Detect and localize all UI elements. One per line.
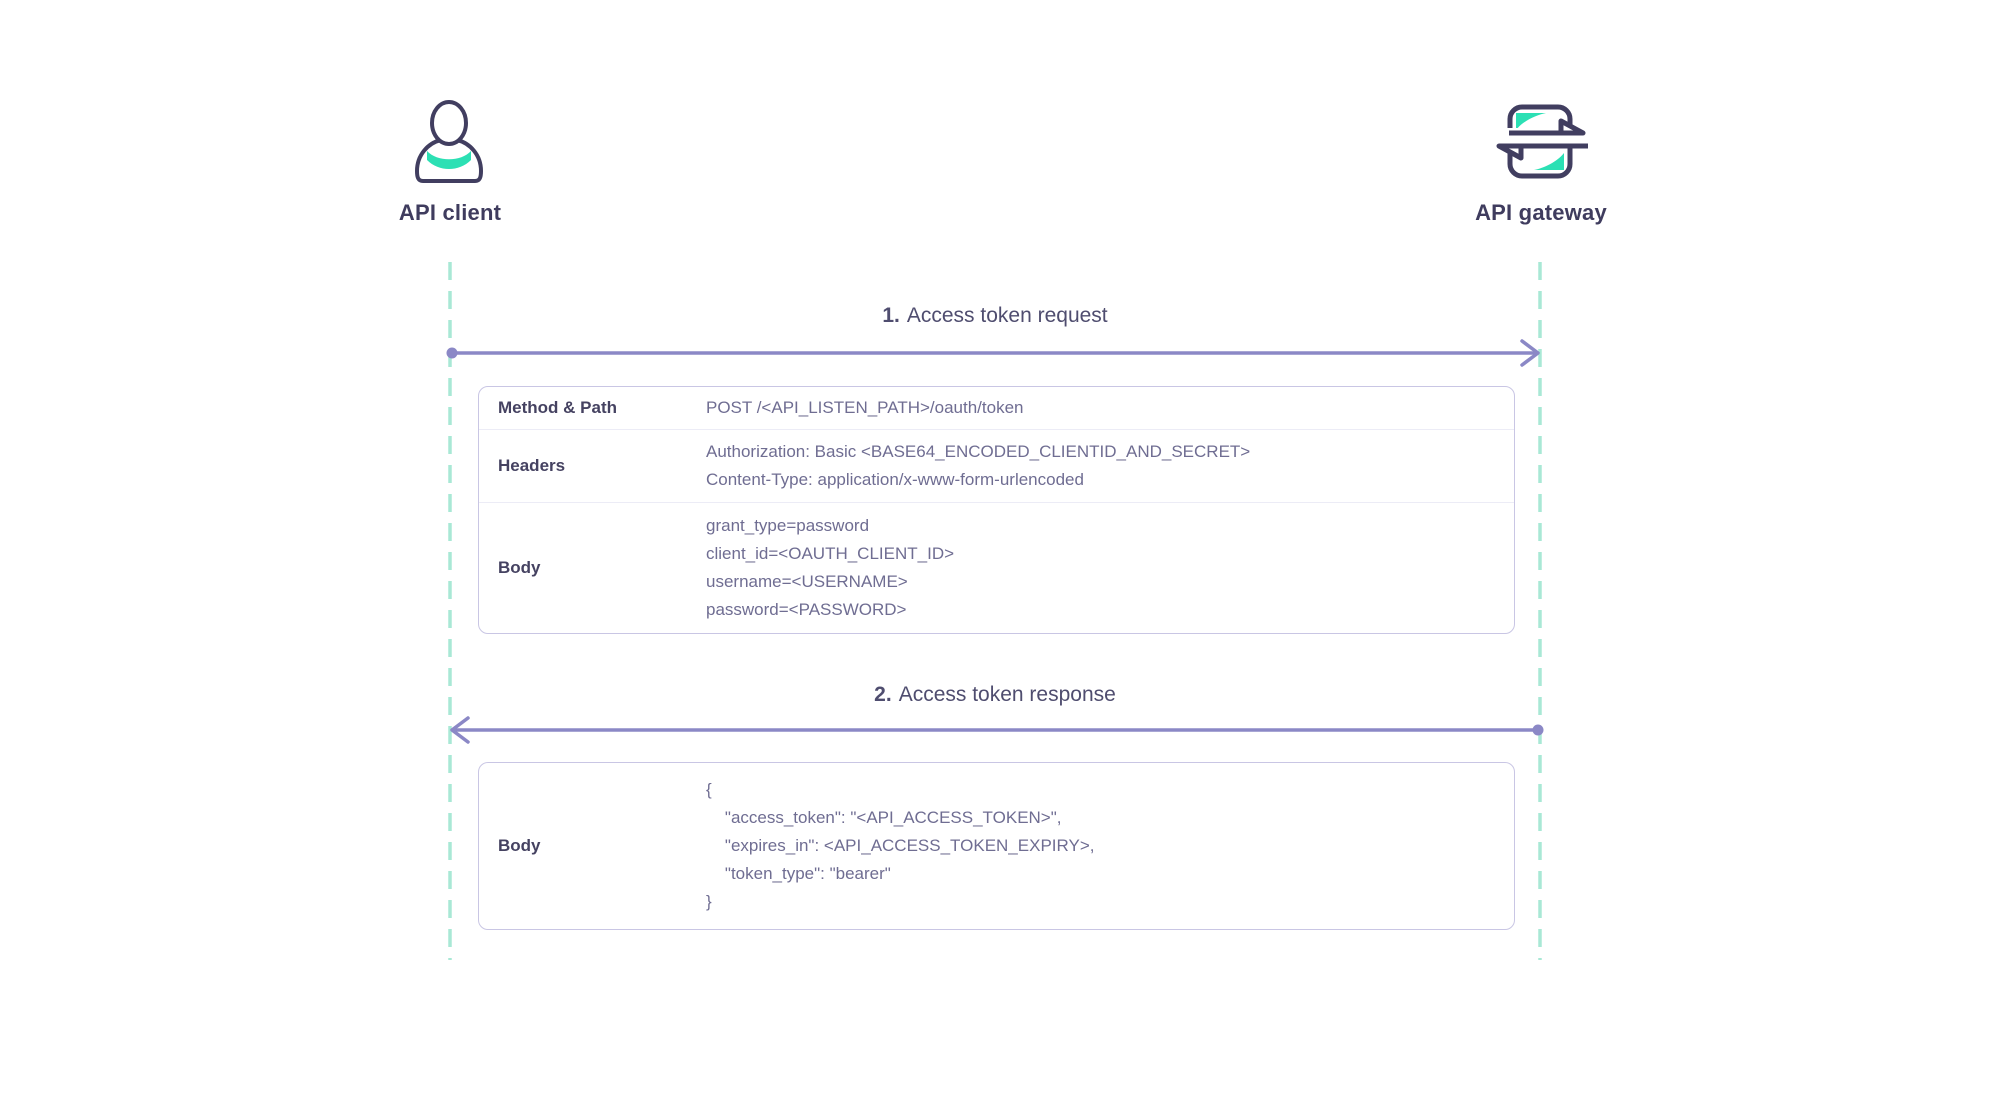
row-label: Method & Path [498, 398, 617, 417]
message-1-origin-dot [446, 347, 458, 359]
response-details-table: Body { "access_token": "<API_ACCESS_TOKE… [478, 762, 1515, 930]
value-line: } [706, 892, 712, 911]
row-value: Authorization: Basic <BASE64_ENCODED_CLI… [706, 438, 1514, 494]
value-line: Authorization: Basic <BASE64_ENCODED_CLI… [706, 442, 1251, 461]
message-1-caption: 1. Access token request [450, 302, 1540, 330]
value-line: { [706, 780, 712, 799]
request-details-table: Method & Path POST /<API_LISTEN_PATH>/oa… [478, 386, 1515, 634]
value-line: client_id=<OAUTH_CLIENT_ID> [706, 544, 955, 563]
message-2-caption: 2. Access token response [450, 681, 1540, 709]
actor-gateway-label: API gateway [1475, 200, 1607, 225]
table-row-headers: Headers Authorization: Basic <BASE64_ENC… [479, 429, 1514, 502]
value-line: password=<PASSWORD> [706, 600, 907, 619]
gateway-icon [1491, 104, 1591, 179]
value-line: "access_token": "<API_ACCESS_TOKEN>", [706, 808, 1062, 827]
row-label: Headers [498, 456, 566, 475]
row-value: POST /<API_LISTEN_PATH>/oauth/token [706, 394, 1514, 422]
message-2-arrow [450, 716, 1544, 744]
table-row-body: Body grant_type=password client_id=<OAUT… [479, 502, 1514, 633]
table-row-method-path: Method & Path POST /<API_LISTEN_PATH>/oa… [479, 387, 1514, 429]
actor-client-label: API client [398, 200, 502, 225]
user-icon [415, 100, 483, 183]
message-1-arrow [446, 339, 1540, 367]
value-line: username=<USERNAME> [706, 572, 908, 591]
message-2-label: Access token response [898, 683, 1116, 706]
row-value: { "access_token": "<API_ACCESS_TOKEN>", … [706, 776, 1514, 916]
message-2-number: 2. [874, 683, 892, 706]
message-1-number: 1. [882, 304, 900, 327]
message-1-label: Access token request [906, 304, 1108, 327]
row-value: grant_type=password client_id=<OAUTH_CLI… [706, 512, 1514, 624]
table-row-response-body: Body { "access_token": "<API_ACCESS_TOKE… [479, 763, 1514, 929]
arrowhead-right-icon [1520, 339, 1540, 367]
value-line: grant_type=password [706, 516, 870, 535]
row-label: Body [498, 558, 541, 577]
value-line: Content-Type: application/x-www-form-url… [706, 470, 1084, 489]
row-label: Body [498, 836, 541, 855]
message-2-origin-dot [1532, 724, 1544, 736]
arrowhead-left-icon [450, 716, 470, 744]
value-line: POST /<API_LISTEN_PATH>/oauth/token [706, 398, 1024, 417]
value-line: "expires_in": <API_ACCESS_TOKEN_EXPIRY>, [706, 836, 1095, 855]
value-line: "token_type": "bearer" [706, 864, 891, 883]
